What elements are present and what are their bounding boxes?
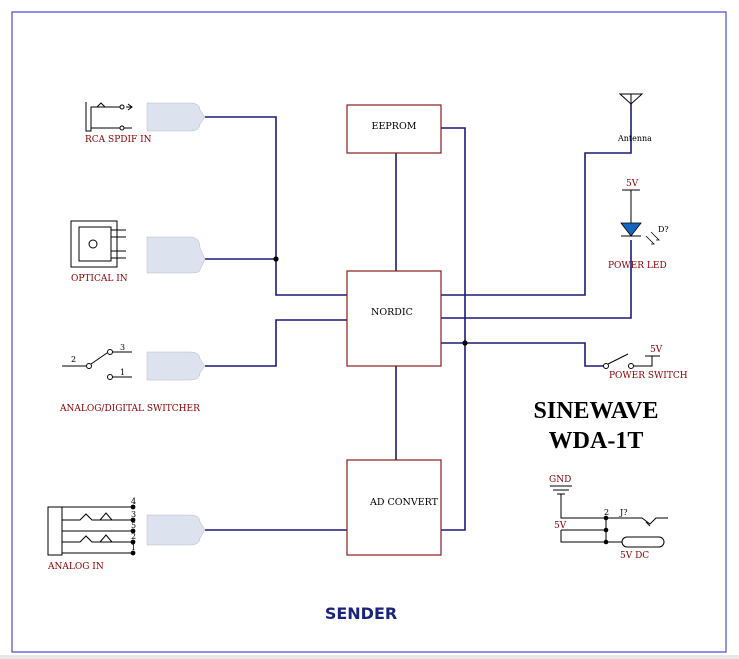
- analog-pin-4: 4: [131, 497, 136, 506]
- dc-ref-label: J?: [619, 508, 628, 517]
- switcher-pin-1: 1: [120, 368, 125, 377]
- optical-in-label: OPTICAL IN: [71, 274, 128, 284]
- optical-connector: [146, 236, 206, 274]
- sender-footer: SENDER: [325, 604, 397, 623]
- analog-pin-3: 3: [131, 510, 136, 519]
- junction-dot: [273, 256, 279, 262]
- antenna-label: Antenna: [617, 134, 652, 143]
- ad-convert-label: AD CONVERT: [369, 497, 439, 508]
- antenna-icon: [618, 93, 644, 105]
- analog-in-label: ANALOG IN: [47, 562, 104, 572]
- optical-jack-symbol: [70, 220, 126, 268]
- led-supply-label: 5V: [626, 179, 639, 189]
- dc-supply-label: 5V: [554, 521, 567, 531]
- wires: [205, 104, 632, 531]
- title-line-1: SINEWAVE: [534, 398, 659, 424]
- rca-connector: [146, 102, 206, 132]
- eeprom-label: EEPROM: [372, 121, 417, 132]
- power-led-label: POWER LED: [608, 261, 667, 271]
- rca-jack-symbol: [85, 102, 133, 132]
- analog-jack-symbol: [47, 504, 136, 556]
- led-diode-icon: [620, 189, 660, 245]
- switcher-symbol: [62, 349, 132, 380]
- analog-pin-1: 1: [131, 543, 136, 552]
- junction-dot: [462, 340, 468, 346]
- title-line-2: WDA-1T: [549, 428, 644, 454]
- switcher-pin-3: 3: [120, 343, 125, 352]
- dc-jack-icon: [560, 515, 668, 548]
- nordic-block: NORDIC: [346, 270, 442, 367]
- page-edge: [0, 655, 739, 659]
- ground-icon: [550, 485, 606, 519]
- analog-pin-5: 5: [131, 521, 136, 530]
- analog-pin-2: 2: [131, 532, 136, 541]
- eeprom-block: EEPROM: [346, 104, 442, 154]
- dc-pin-label: 2: [604, 508, 609, 517]
- gnd-label: GND: [549, 475, 571, 485]
- power-switch-icon: [603, 353, 660, 369]
- switch-supply-label: 5V: [650, 345, 663, 355]
- rca-spdif-label: RCA SPDIF IN: [85, 135, 152, 145]
- switcher-label: ANALOG/DIGITAL SWITCHER: [59, 404, 200, 414]
- switcher-connector: [146, 351, 206, 381]
- power-switch-label: POWER SWITCH: [609, 371, 688, 381]
- dc-jack-label: 5V DC: [620, 551, 649, 561]
- sheet-border: [11, 11, 727, 653]
- analog-connector: [146, 514, 206, 546]
- nordic-label: NORDIC: [371, 307, 413, 318]
- switcher-pin-2: 2: [71, 355, 76, 364]
- led-ref-label: D?: [658, 225, 669, 234]
- ad-convert-block: AD CONVERT: [346, 459, 442, 556]
